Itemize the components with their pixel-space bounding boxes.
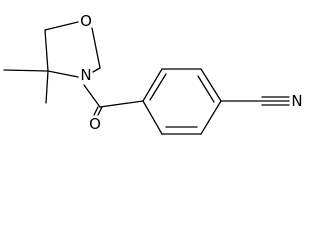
bond-benzene-3-inner	[197, 75, 215, 103]
bond-ring-o-ch2	[91, 27, 101, 69]
bond-benzene-1	[142, 68, 163, 102]
atom-label-ring-oxygen: O	[80, 12, 92, 30]
atom-label-nitrile-nitrogen: N	[291, 92, 302, 110]
bond-benzene-3	[200, 68, 222, 102]
bond-carbonyl-double-b	[97, 106, 103, 116]
bond-ring-cq-ch2	[44, 29, 49, 72]
chemical-structure: O N O N	[3, 12, 303, 135]
atom-label-carbonyl-oxygen: O	[89, 115, 101, 133]
bond-methyl-1	[3, 69, 49, 72]
bond-methyl-2	[45, 70, 49, 104]
bond-carbonyl-aryl	[99, 100, 144, 108]
bond-benzene-4	[200, 100, 222, 135]
bond-n-carbonyl	[83, 84, 101, 108]
bond-benzene-1-inner	[149, 73, 167, 101]
atom-label-ring-nitrogen: N	[80, 66, 91, 84]
bond-ring-n-cq	[47, 70, 79, 78]
bond-ring-ch2-n	[92, 67, 101, 73]
bond-carbonyl-double-a	[93, 106, 99, 116]
bond-benzene-6	[142, 100, 163, 135]
bond-ring-ch2-o	[44, 21, 79, 31]
